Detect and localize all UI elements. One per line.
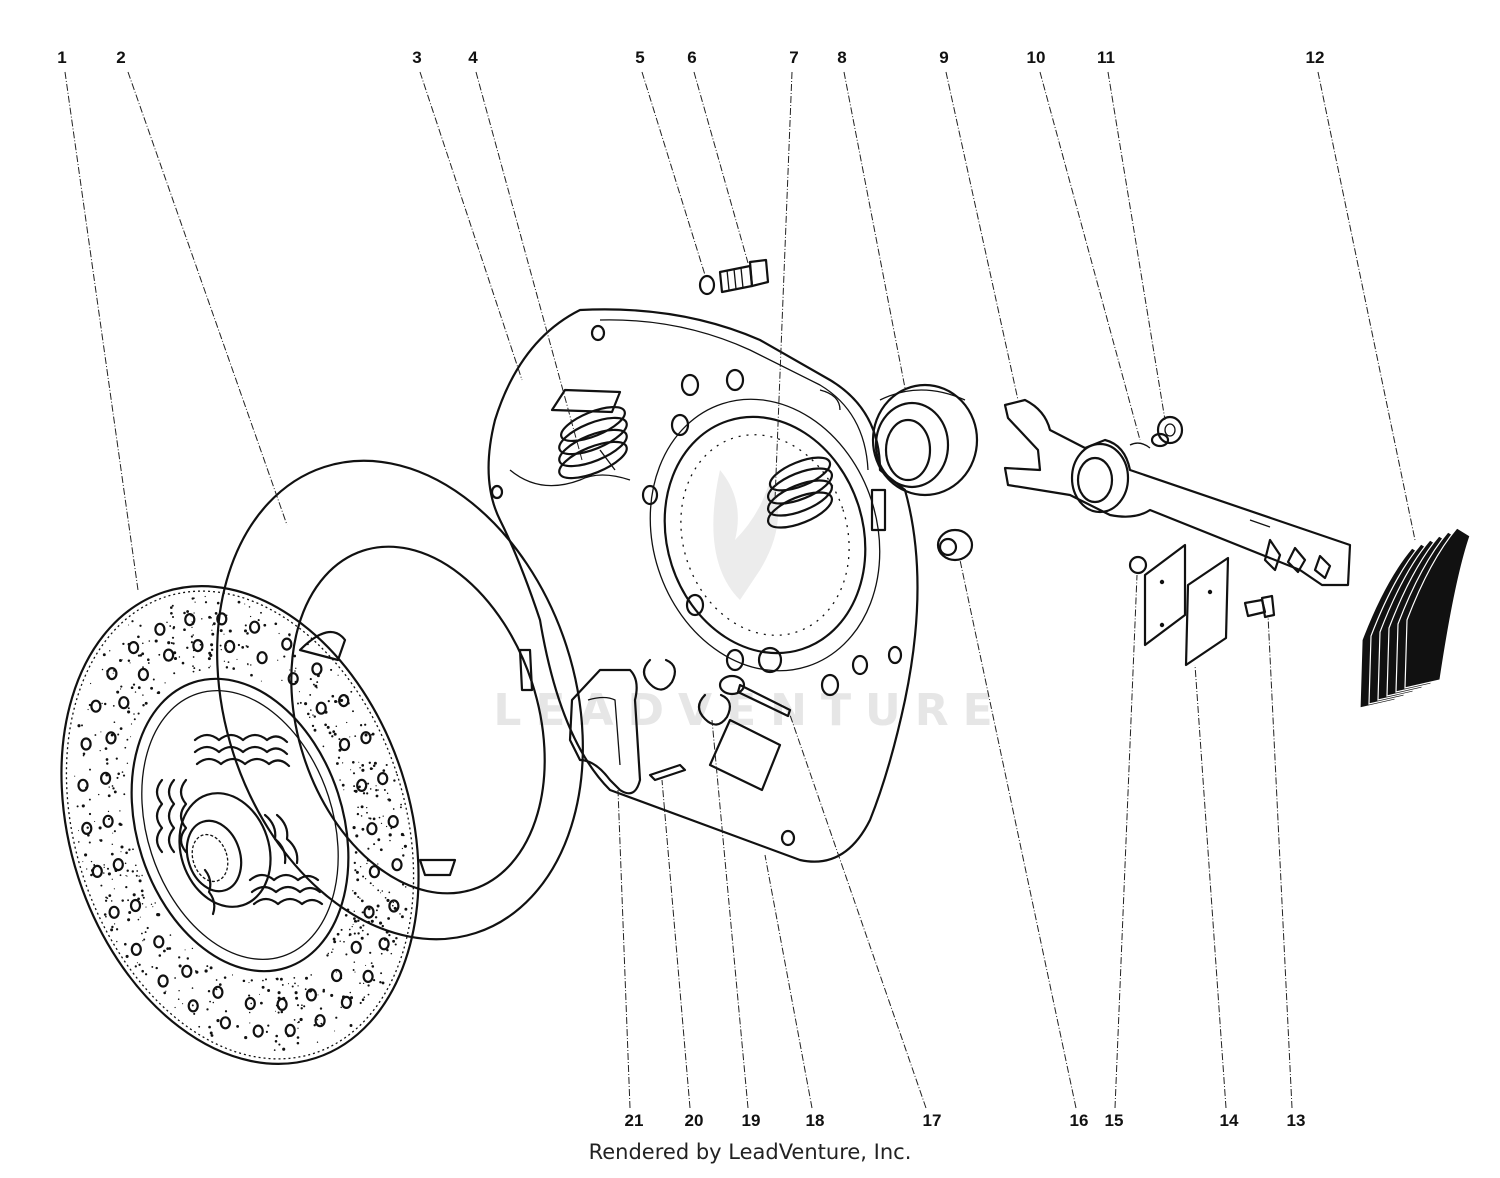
release-fork bbox=[1003, 398, 1352, 587]
callout-11: 11 bbox=[1097, 48, 1115, 67]
callout-15: 15 bbox=[1105, 1111, 1124, 1130]
leader-line-8 bbox=[843, 71, 906, 389]
callout-5: 5 bbox=[635, 48, 644, 67]
callout-13: 13 bbox=[1287, 1111, 1306, 1130]
leader-line-15 bbox=[1114, 574, 1138, 1109]
leader-line-7 bbox=[774, 71, 793, 501]
leader-line-6 bbox=[693, 71, 749, 264]
callout-1: 1 bbox=[57, 48, 66, 67]
release-bearing bbox=[871, 383, 979, 497]
small-pin bbox=[736, 683, 792, 718]
credit-text: Rendered by LeadVenture, Inc. bbox=[588, 1140, 912, 1164]
leader-line-1 bbox=[64, 71, 139, 591]
leader-line-5 bbox=[641, 71, 706, 276]
leader-line-18 bbox=[764, 854, 813, 1109]
callout-10: 10 bbox=[1027, 48, 1046, 67]
leader-line-12 bbox=[1317, 71, 1416, 541]
leader-line-4 bbox=[475, 71, 583, 461]
callout-3: 3 bbox=[412, 48, 421, 67]
leader-line-19 bbox=[711, 719, 749, 1109]
leader-line-16 bbox=[959, 559, 1077, 1109]
pressure-plate bbox=[216, 459, 584, 941]
callout-19: 19 bbox=[742, 1111, 761, 1130]
clutch-cover bbox=[487, 308, 919, 863]
callout-6: 6 bbox=[687, 48, 696, 67]
callout-16: 16 bbox=[1070, 1111, 1089, 1130]
callout-2: 2 bbox=[116, 48, 125, 67]
leader-line-17 bbox=[789, 714, 927, 1109]
shim-stack bbox=[1359, 527, 1471, 709]
watermark: LEADVENTURE bbox=[493, 470, 993, 736]
clutch-disc bbox=[60, 585, 420, 1065]
leader-line-13 bbox=[1267, 614, 1293, 1109]
leader-line-2 bbox=[127, 71, 288, 526]
nut bbox=[936, 528, 974, 562]
callout-21: 21 bbox=[625, 1111, 644, 1130]
leader-line-3 bbox=[419, 71, 523, 381]
mounting-plates bbox=[1128, 543, 1276, 667]
callout-17: 17 bbox=[923, 1111, 942, 1130]
leader-line-9 bbox=[945, 71, 1019, 401]
callout-20: 20 bbox=[685, 1111, 704, 1130]
callout-7: 7 bbox=[789, 48, 798, 67]
callout-12: 12 bbox=[1306, 48, 1325, 67]
leader-line-21 bbox=[617, 789, 631, 1109]
callout-8: 8 bbox=[837, 48, 846, 67]
callout-14: 14 bbox=[1220, 1111, 1239, 1130]
leader-line-11 bbox=[1107, 71, 1166, 421]
leader-line-20 bbox=[661, 779, 691, 1109]
leader-lines bbox=[64, 71, 1416, 1109]
leader-line-10 bbox=[1039, 71, 1141, 441]
pin-and-clip bbox=[1129, 415, 1184, 449]
bolt-and-washer bbox=[698, 258, 770, 296]
callout-9: 9 bbox=[939, 48, 948, 67]
leader-line-14 bbox=[1194, 664, 1227, 1109]
callout-18: 18 bbox=[806, 1111, 825, 1130]
callout-4: 4 bbox=[468, 48, 478, 67]
